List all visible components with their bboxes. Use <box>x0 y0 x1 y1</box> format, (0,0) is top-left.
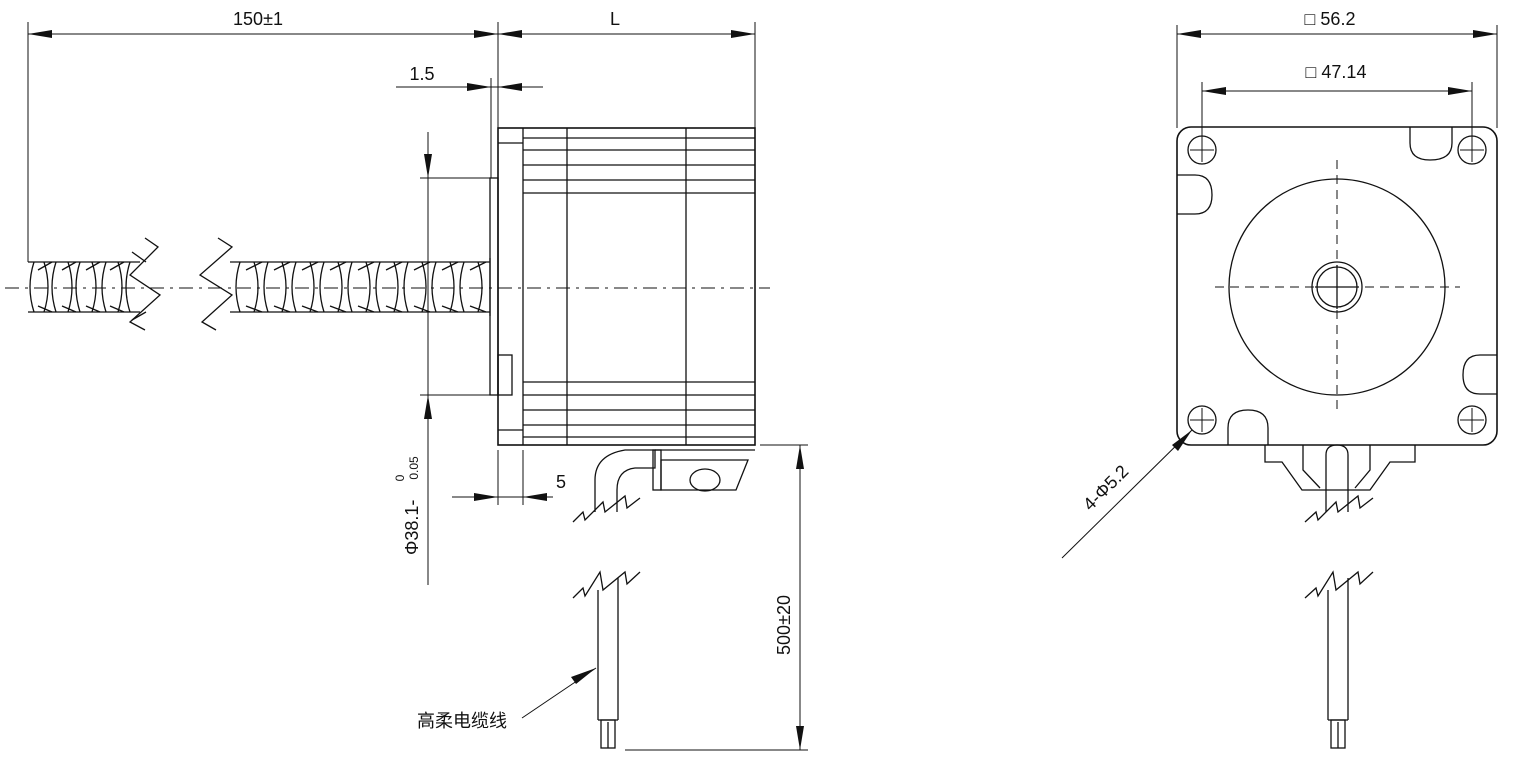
dim-hole-spacing-label: □ 47.14 <box>1306 62 1367 82</box>
lead-screw-right <box>198 237 491 331</box>
dim-pilot-diameter-label: Φ38.1- <box>402 500 422 555</box>
cable-callout: 高柔电缆线 <box>417 667 597 732</box>
dim-pilot-offset: 5 <box>452 450 566 505</box>
cable-exit <box>572 449 755 599</box>
dim-flange-outer-label: □ 56.2 <box>1305 9 1356 29</box>
front-view: □ 56.2 □ 47.14 <box>1061 9 1498 749</box>
dim-body-length-label: L <box>610 9 620 29</box>
dim-screw-length: 150±1 <box>27 9 499 262</box>
pilot-boss <box>489 177 513 396</box>
front-connector <box>1264 444 1416 749</box>
dim-cable-length-label: 500±20 <box>774 595 794 655</box>
dim-pilot-tol-lower: 0.05 <box>407 456 421 480</box>
dim-flange-thickness-label: 1.5 <box>409 64 434 84</box>
mount-holes <box>1187 135 1487 435</box>
dim-body-length: L <box>498 9 756 128</box>
side-view: 150±1 L 1.5 <box>5 9 808 751</box>
dim-flange-outer: □ 56.2 <box>1176 9 1498 128</box>
motor-body <box>497 127 756 446</box>
mount-hole-callout: 4-Φ5.2 <box>1061 429 1193 559</box>
dim-flange-thickness: 1.5 <box>396 64 543 178</box>
dim-cable-length: 500±20 <box>625 444 808 751</box>
dim-hole-spacing: □ 47.14 <box>1201 62 1473 150</box>
dim-pilot-diameter: Φ38.1- 0 0.05 <box>393 132 490 585</box>
dim-pilot-offset-label: 5 <box>556 472 566 492</box>
mount-hole-label: 4-Φ5.2 <box>1079 461 1132 514</box>
dim-pilot-tol-upper: 0 <box>393 474 407 481</box>
dim-screw-length-label: 150±1 <box>233 9 283 29</box>
cable-callout-label: 高柔电缆线 <box>417 711 507 732</box>
cable-wire <box>597 578 619 749</box>
lead-screw-left <box>28 237 162 331</box>
flange-notches <box>1177 127 1497 445</box>
